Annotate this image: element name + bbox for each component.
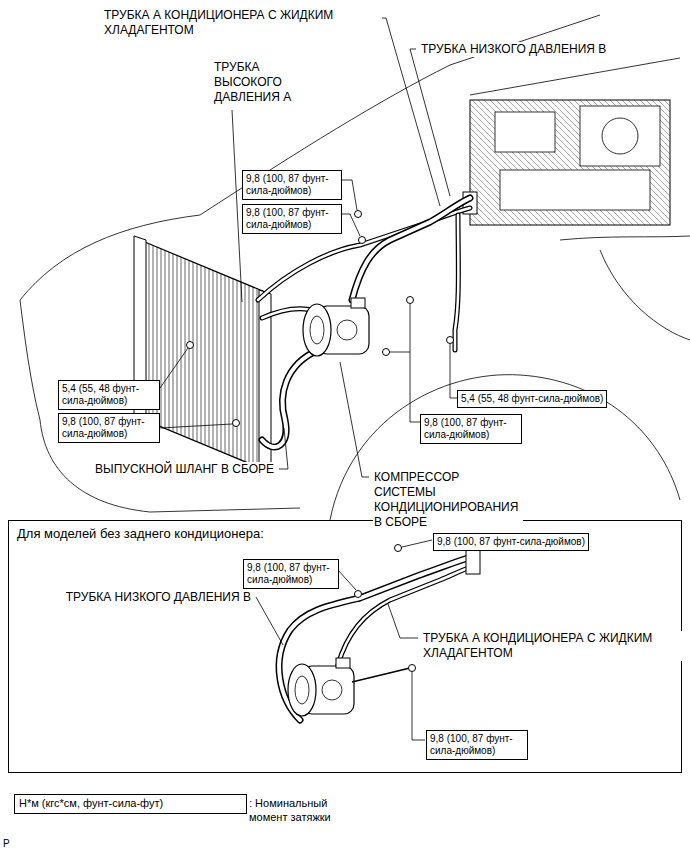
hvac-unit: [463, 100, 670, 225]
nut: [359, 237, 366, 244]
compressor-pulley: [303, 304, 331, 356]
leader-line: [340, 362, 369, 477]
torque-box: 9,8 (100, 87 фунт-сила-дюймов): [242, 204, 342, 234]
bolt: [187, 342, 194, 349]
car-line: [450, 15, 600, 65]
inset-heading: Для моделей без заднего кондиционера:: [9, 521, 272, 547]
torque-value: 5,4 (55, 48 фунт-сила-дюймов): [62, 383, 156, 407]
compressor-fitting: [336, 658, 350, 668]
torque-box: 5,4 (55, 48 фунт-сила-дюймов): [457, 390, 607, 408]
leader-lines: [160, 18, 457, 740]
compressor-detail: [322, 680, 342, 700]
leader-line: [388, 604, 418, 638]
pipe: [455, 215, 458, 350]
bolt: [407, 297, 414, 304]
leader-line: [450, 344, 457, 398]
leader-line: [342, 180, 357, 210]
part-name: ТРУБКА А КОНДИЦИОНЕРА С ЖИДКИМ ХЛАДАГЕНТ…: [103, 8, 378, 38]
nut: [447, 337, 454, 344]
car-line: [560, 236, 690, 240]
bracket: [352, 668, 410, 682]
torque-value: 9,8 (100, 87 фунт-сила-дюймов): [246, 207, 338, 231]
torque-box: 5,4 (55, 48 фунт-сила-дюймов): [58, 380, 160, 410]
leader-line: [256, 597, 283, 645]
bolt: [409, 665, 416, 672]
part-name: ТРУБКА ВЫСОКОГО ДАВЛЕНИЯ А: [213, 60, 308, 105]
unit-text: Н*м (кгс*см, фунт-сила-фут): [19, 797, 242, 811]
bolt: [395, 545, 402, 552]
leader-line: [410, 49, 450, 196]
compressor-fitting: [351, 298, 365, 308]
leader-line: [342, 214, 360, 236]
torque-box: 9,8 (100, 87 фунт-сила-дюймов): [433, 533, 589, 551]
leader-line: [390, 352, 410, 353]
torque-box: 9,8 (100, 87 фунт-сила-дюймов): [243, 559, 339, 589]
compressor-detail: [337, 320, 357, 340]
pipe: [455, 215, 458, 350]
compressor: [288, 658, 354, 716]
torque-box: 9,8 (100, 87 фунт-сила-дюймов): [420, 414, 522, 444]
car-line: [20, 300, 40, 420]
torque-value: 5,4 (55, 48 фунт-сила-дюймов): [461, 393, 603, 405]
compressor-pulley: [295, 676, 309, 704]
part-name: ВЫПУСКНОЙ ШЛАНГ В СБОРЕ: [94, 462, 275, 477]
torque-value: 9,8 (100, 87 фунт-сила-дюймов): [247, 562, 335, 586]
torque-box: 9,8 (100, 87 фунт-сила-дюймов): [242, 170, 342, 200]
compressor: [303, 298, 369, 356]
hvac-part: [495, 112, 555, 152]
hvac-part: [500, 170, 650, 210]
hvac-fan: [602, 118, 638, 154]
torque-value: 9,8 (100, 87 фунт-сила-дюймов): [430, 733, 524, 757]
nut: [355, 591, 362, 598]
torque-value: 9,8 (100, 87 фунт-сила-дюймов): [246, 173, 338, 197]
part-name: ТРУБКА А КОНДИЦИОНЕРА С ЖИДКИМ ХЛАДАГЕНТ…: [422, 631, 682, 661]
leader-line: [160, 424, 232, 428]
compressor-pulley: [288, 664, 316, 716]
discharge-hose: [262, 350, 318, 447]
leader-line: [232, 110, 242, 302]
torque-value: 9,8 (100, 87 фунт-сила-дюймов): [437, 536, 585, 548]
leader-line: [160, 348, 188, 388]
torque-value: 9,8 (100, 87 фунт-сила-дюймов): [424, 417, 518, 441]
bolt: [383, 349, 390, 356]
legend-box: Н*м (кгс*см, фунт-сила-фут): Номинальный…: [14, 794, 247, 814]
discharge-hose: [262, 350, 318, 447]
leader-line: [338, 570, 356, 590]
part-name: ТРУБКА НИЗКОГО ДАВЛЕНИЯ В: [420, 42, 607, 57]
compressor-pulley: [310, 316, 324, 344]
hvac-body: [470, 100, 670, 225]
leader-line: [402, 540, 432, 547]
car-outline: [20, 15, 690, 520]
torque-box: 9,8 (100, 87 фунт-сила-дюймов): [426, 730, 528, 760]
legend-text: : Номинальный момент затяжки: [249, 797, 361, 825]
leader-line: [279, 428, 288, 469]
pipe-fitting: [466, 550, 480, 574]
torque-box: 9,8 (100, 87 фунт-сила-дюймов): [58, 413, 160, 443]
bolt: [233, 420, 240, 427]
low-pressure-pipe: [352, 198, 470, 300]
part-name: КОМПРЕССОР СИСТЕМЫ КОНДИЦИОНИРОВАНИЯ В С…: [373, 470, 523, 530]
car-line: [600, 250, 690, 340]
car-line: [470, 58, 680, 95]
hvac-part: [580, 106, 660, 166]
leader-line: [412, 672, 425, 740]
part-name: ТРУБКА НИЗКОГО ДАВЛЕНИЯ В: [65, 590, 252, 605]
page-code: P: [2, 838, 11, 851]
nut: [355, 211, 362, 218]
torque-value: 9,8 (100, 87 фунт-сила-дюймов): [62, 416, 156, 440]
leader-line: [410, 304, 420, 422]
low-pressure-pipe: [352, 198, 470, 300]
